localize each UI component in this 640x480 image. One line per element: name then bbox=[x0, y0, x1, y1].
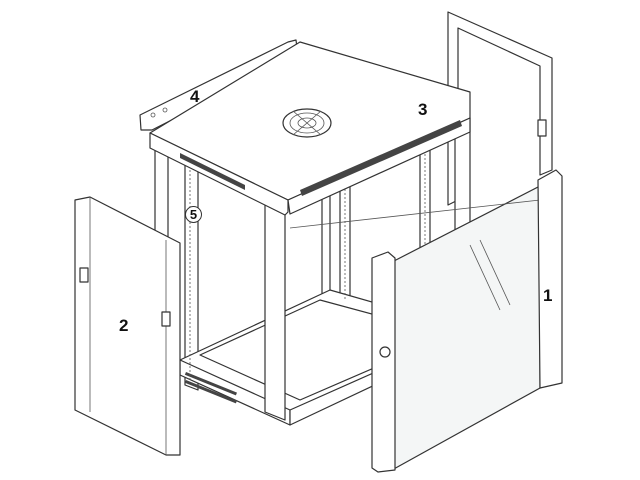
label-2: 2 bbox=[119, 316, 129, 335]
top-cover bbox=[149, 41, 471, 216]
vent-slots bbox=[300, 120, 462, 196]
door-hinge-icon bbox=[537, 119, 547, 137]
fan-icon bbox=[282, 108, 332, 138]
glass-door bbox=[289, 169, 563, 473]
label-1: 1 bbox=[543, 286, 553, 305]
rear-door-frame bbox=[447, 11, 553, 206]
label-3: 3 bbox=[418, 100, 428, 119]
latch-icon bbox=[79, 267, 89, 283]
side-panel bbox=[74, 196, 181, 456]
latch-icon bbox=[161, 311, 171, 327]
lock-icon bbox=[379, 346, 391, 358]
label-4: 4 bbox=[190, 87, 200, 106]
label-5: 5 bbox=[185, 206, 202, 223]
